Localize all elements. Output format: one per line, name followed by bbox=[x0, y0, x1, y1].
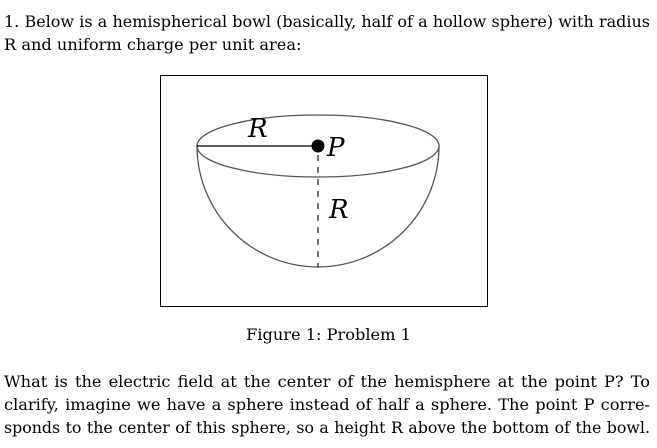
problem-statement-line-2: R and uniform charge per unit area: bbox=[4, 35, 302, 54]
problem-statement-line-1: 1. Below is a hemispherical bowl (basica… bbox=[4, 12, 651, 31]
problem-number: 1. bbox=[4, 12, 20, 31]
point-p-marker bbox=[311, 139, 325, 153]
figure-caption: Figure 1: Problem 1 bbox=[246, 325, 411, 344]
question-line-2: clarify, imagine we have a sphere instea… bbox=[4, 395, 650, 414]
question-line-3: sponds to the center of this sphere, so … bbox=[4, 418, 650, 437]
question-text: What is the electric field at the center… bbox=[4, 370, 650, 439]
hemisphere-figure: R P R bbox=[160, 75, 488, 307]
figure-frame bbox=[160, 75, 488, 307]
hemisphere-diagram: R P R bbox=[160, 75, 488, 307]
label-radius-horizontal: R bbox=[247, 114, 268, 144]
question-line-1: What is the electric field at the center… bbox=[4, 372, 650, 391]
label-point-p: P bbox=[326, 133, 345, 163]
problem-statement: 1. Below is a hemispherical bowl (basica… bbox=[4, 10, 650, 56]
label-radius-vertical: R bbox=[328, 195, 349, 225]
